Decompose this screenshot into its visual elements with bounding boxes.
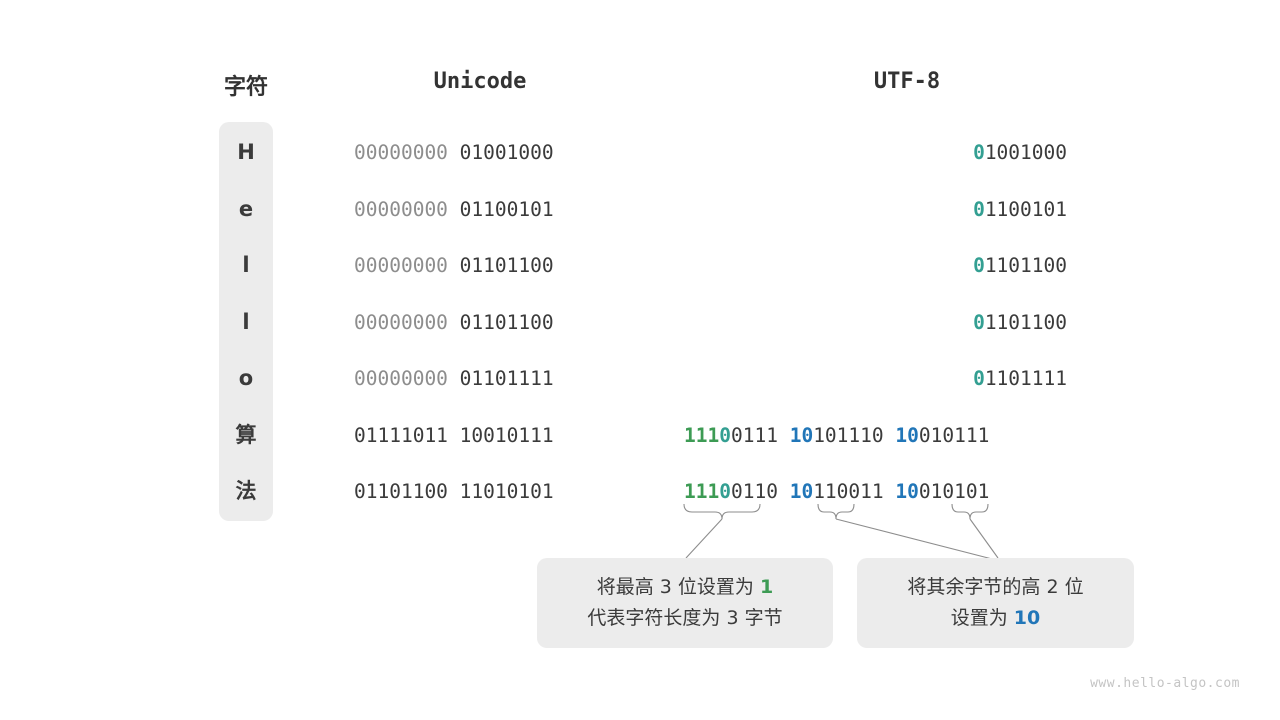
utf8-bits: 01101111 xyxy=(973,367,1067,390)
callout-right-line2: 设置为 10 xyxy=(950,607,1041,629)
unicode-bits: 00000000 01101100 xyxy=(354,254,554,277)
unicode-bits: 00000000 01101100 xyxy=(354,311,554,334)
character-cell: o xyxy=(238,366,254,390)
utf8-bits: 01100101 xyxy=(973,198,1067,221)
leader-line-right-b xyxy=(969,518,999,559)
column-header-utf8: UTF-8 xyxy=(873,69,941,94)
character-cell: 法 xyxy=(235,479,257,503)
utf8-bits: 11100110 10110011 10010101 xyxy=(684,480,990,503)
character-cell: e xyxy=(238,197,254,221)
utf8-bits: 01001000 xyxy=(973,141,1067,164)
character-column-panel xyxy=(219,122,273,521)
character-cell: l xyxy=(242,253,250,277)
character-cell: 算 xyxy=(235,423,257,447)
column-header-character: 字符 xyxy=(223,75,268,100)
character-cell: H xyxy=(237,140,255,164)
callout-left-line2: 代表字符长度为 3 字节 xyxy=(587,607,783,629)
unicode-bits: 00000000 01100101 xyxy=(354,198,554,221)
brace-byte1 xyxy=(683,503,761,520)
unicode-bits: 00000000 01001000 xyxy=(354,141,554,164)
brace-byte3 xyxy=(951,503,989,520)
callout-left-line1: 将最高 3 位设置为 1 xyxy=(596,575,774,598)
character-cell: l xyxy=(242,310,250,334)
utf8-bits: 11100111 10101110 10010111 xyxy=(684,424,990,447)
column-header-unicode: Unicode xyxy=(433,69,527,94)
unicode-bits: 00000000 01101111 xyxy=(354,367,554,390)
utf8-bits: 01101100 xyxy=(973,311,1067,334)
callout-continuation-bits: 将其余字节的高 2 位 设置为 10 xyxy=(857,558,1134,648)
watermark: www.hello-algo.com xyxy=(1090,676,1240,691)
callout-right-line1: 将其余字节的高 2 位 xyxy=(907,575,1084,598)
unicode-bits: 01101100 11010101 xyxy=(354,480,554,503)
leader-line-left xyxy=(685,518,723,559)
brace-byte2 xyxy=(817,503,855,520)
unicode-bits: 01111011 10010111 xyxy=(354,424,554,447)
callout-leading-bits: 将最高 3 位设置为 1 代表字符长度为 3 字节 xyxy=(537,558,833,648)
utf8-bits: 01101100 xyxy=(973,254,1067,277)
leader-line-right-a xyxy=(835,518,997,561)
